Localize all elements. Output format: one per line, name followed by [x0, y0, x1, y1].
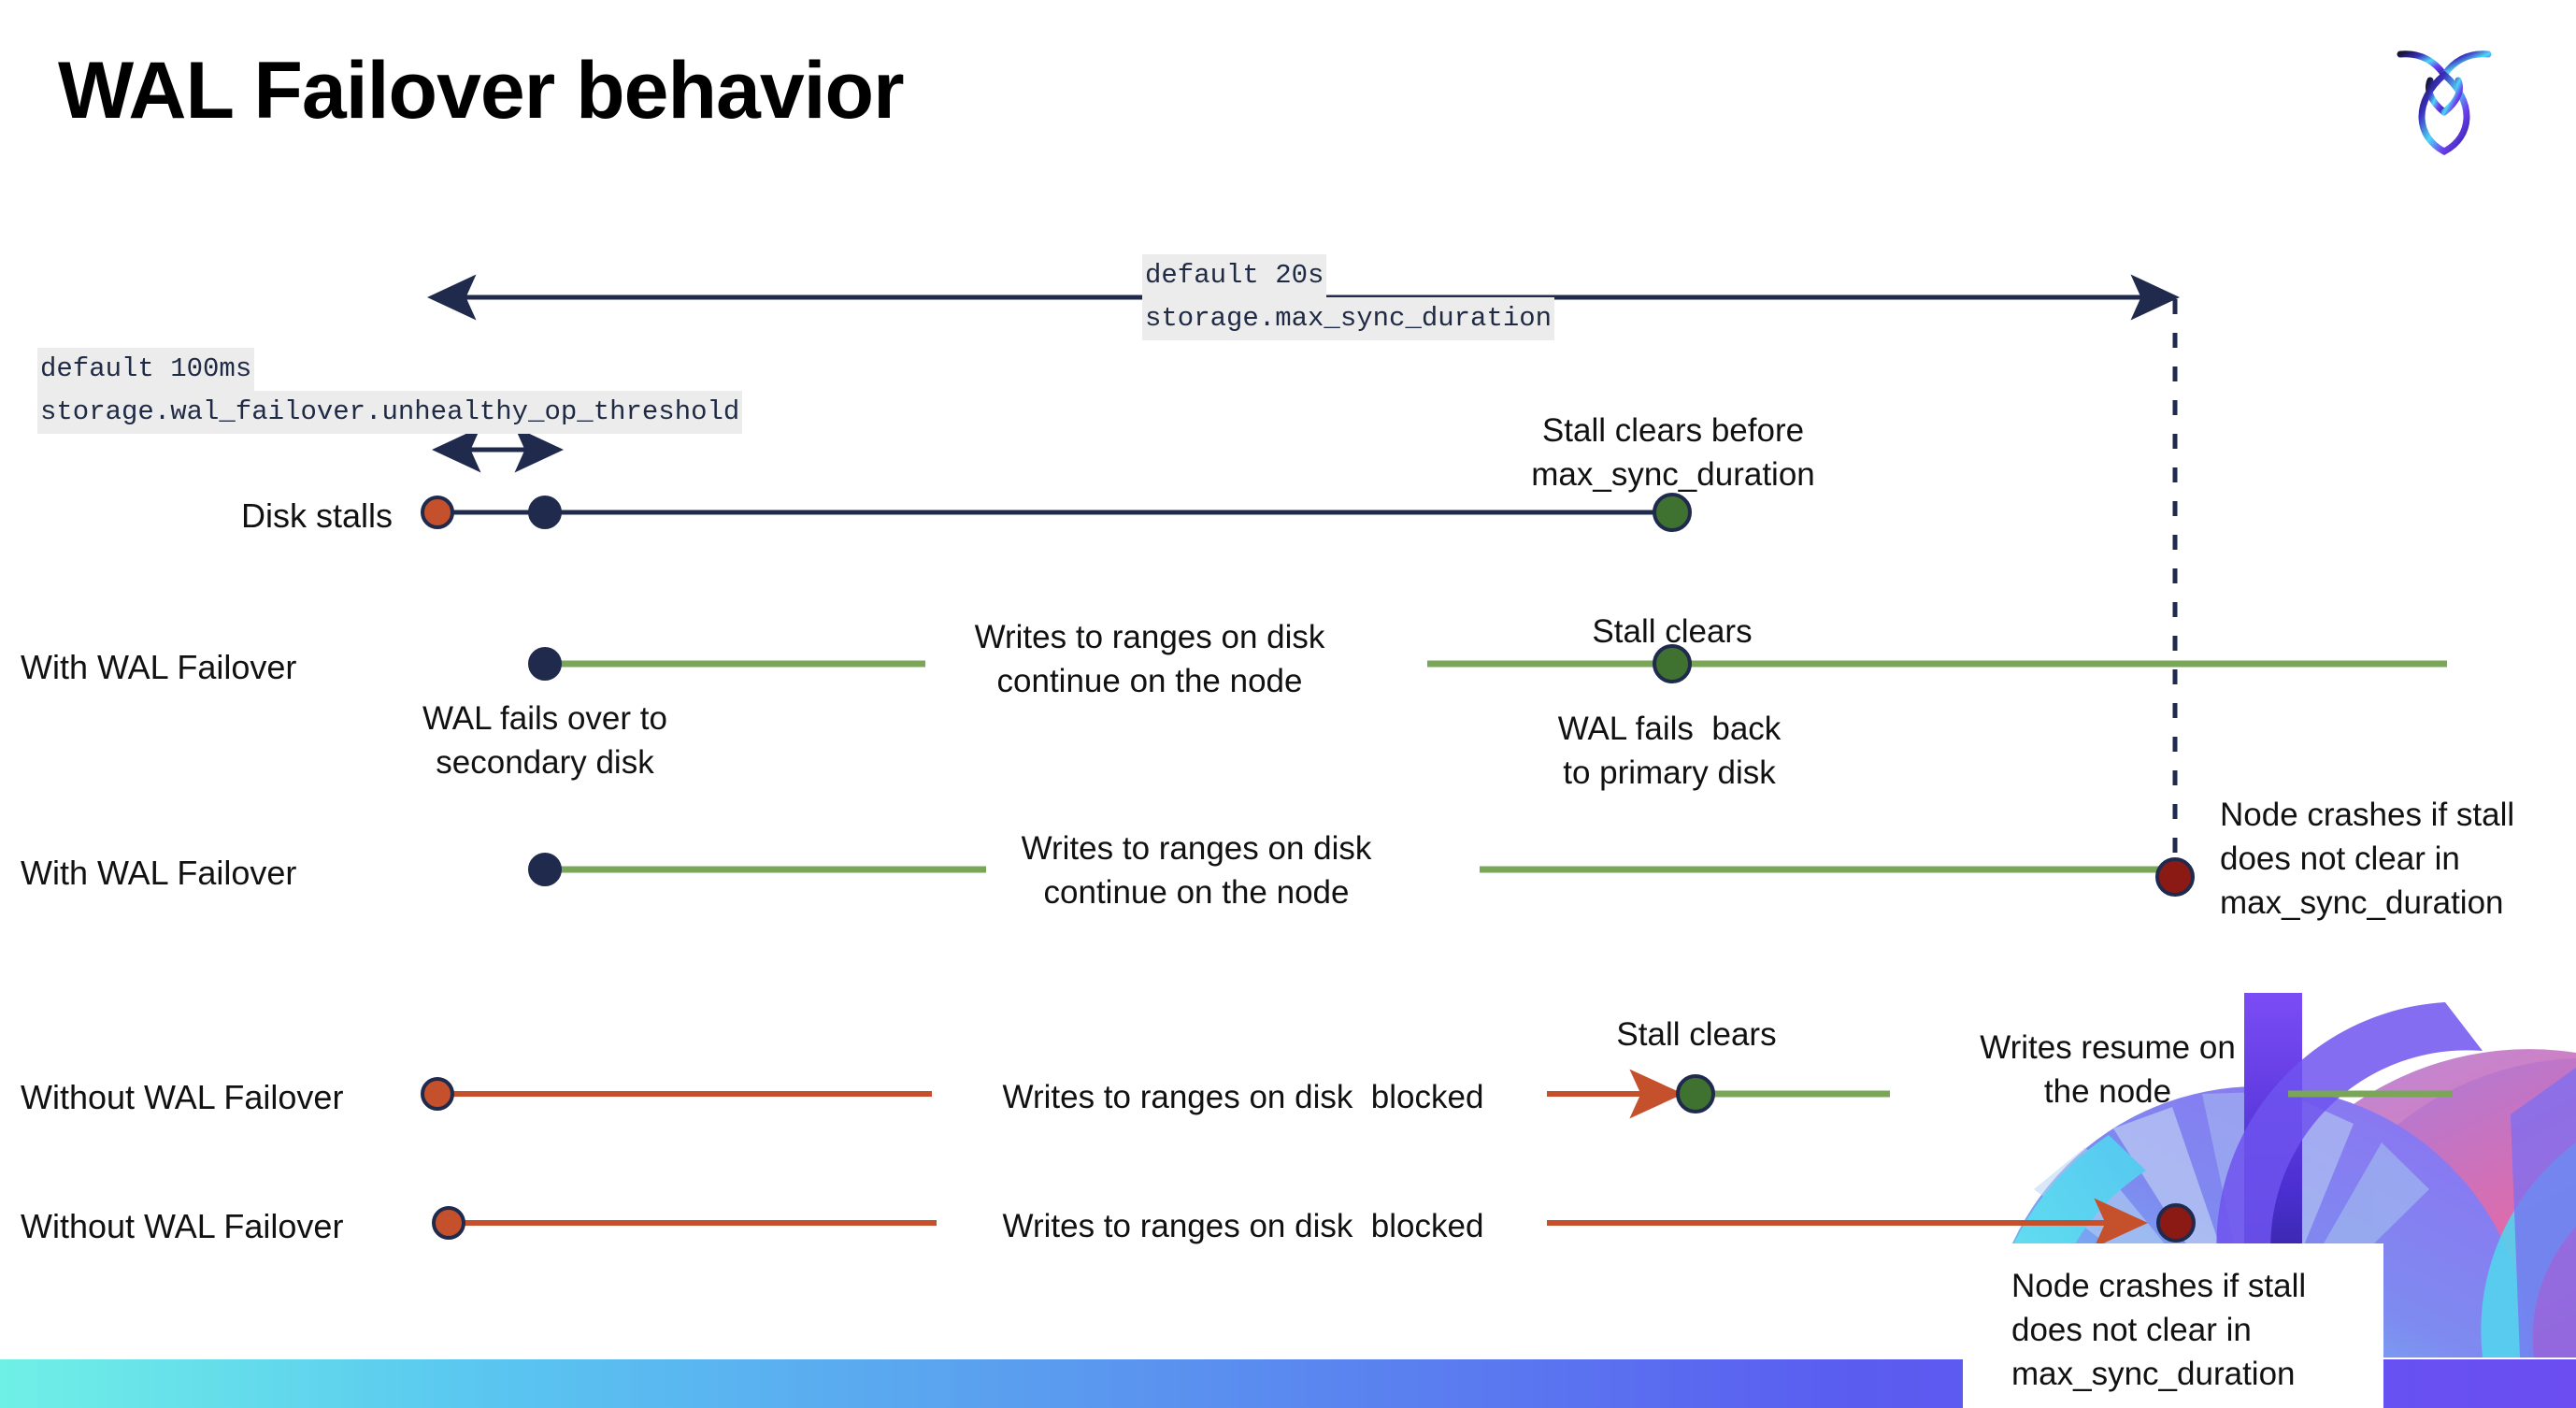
note-node-crashes-row5: Node crashes if stall does not clear in …	[2011, 1268, 2307, 1392]
row4-stall-clear-dot	[1676, 1074, 1715, 1113]
max-sync-setting-name: storage.max_sync_duration	[1142, 297, 1555, 340]
row4-stall-start-dot	[421, 1077, 454, 1111]
row1-stall-start-dot	[421, 496, 454, 529]
row3-failover-dot	[528, 853, 562, 886]
cockroachdb-logo-icon	[2397, 50, 2492, 155]
note-stall-clears-row2: Stall clears	[1592, 613, 1753, 650]
note-stall-clears-before-max-sync: Stall clears before max_sync_duration	[1531, 412, 1815, 493]
row3-node-crash-dot	[2155, 857, 2195, 897]
row-label-with-wal-failover-crashes: With WAL Failover	[21, 854, 297, 892]
row2-failover-dot	[528, 647, 562, 681]
note-writes-continue-row3: Writes to ranges on disk continue on the…	[1021, 830, 1372, 911]
row2-stall-clear-dot	[1653, 644, 1692, 683]
row5-node-crash-dot	[2156, 1203, 2196, 1243]
max-sync-default-value: default 20s	[1142, 254, 1327, 297]
row-label-with-wal-failover-recovers: With WAL Failover	[21, 648, 297, 686]
node-crash-callout-box	[1963, 1243, 2383, 1408]
note-writes-continue-row2: Writes to ranges on disk continue on the…	[974, 619, 1325, 699]
note-writes-blocked-row5: Writes to ranges on disk blocked	[1002, 1208, 1484, 1244]
row1-failover-dot	[528, 496, 562, 529]
note-writes-resume-on-the-node: Writes resume on the node	[1980, 1029, 2236, 1110]
max-sync-duration-annotation: default 20s storage.max_sync_duration	[1142, 254, 1555, 340]
row-label-without-wal-failover-recovers: Without WAL Failover	[21, 1078, 344, 1116]
row1-stall-clear-dot	[1653, 493, 1692, 532]
row-label-disk-stalls: Disk stalls	[240, 496, 393, 535]
note-stall-clears-row4: Stall clears	[1616, 1016, 1777, 1053]
note-node-crashes-row3: Node crashes if stall does not clear in …	[2220, 797, 2515, 921]
note-writes-blocked-row4: Writes to ranges on disk blocked	[1002, 1079, 1484, 1115]
row-label-without-wal-failover-crashes: Without WAL Failover	[21, 1207, 344, 1245]
unhealthy-threshold-default-value: default 100ms	[37, 348, 255, 391]
unhealthy-threshold-setting-name: storage.wal_failover.unhealthy_op_thresh…	[37, 391, 743, 434]
unhealthy-threshold-annotation: default 100ms storage.wal_failover.unhea…	[37, 348, 743, 434]
row5-stall-start-dot	[432, 1206, 465, 1240]
note-wal-fails-over-to-secondary-disk: WAL fails over to secondary disk	[422, 700, 667, 781]
page-title: WAL Failover behavior	[58, 46, 905, 136]
note-wal-fails-back-to-primary-disk: WAL fails back to primary disk	[1557, 711, 1782, 791]
